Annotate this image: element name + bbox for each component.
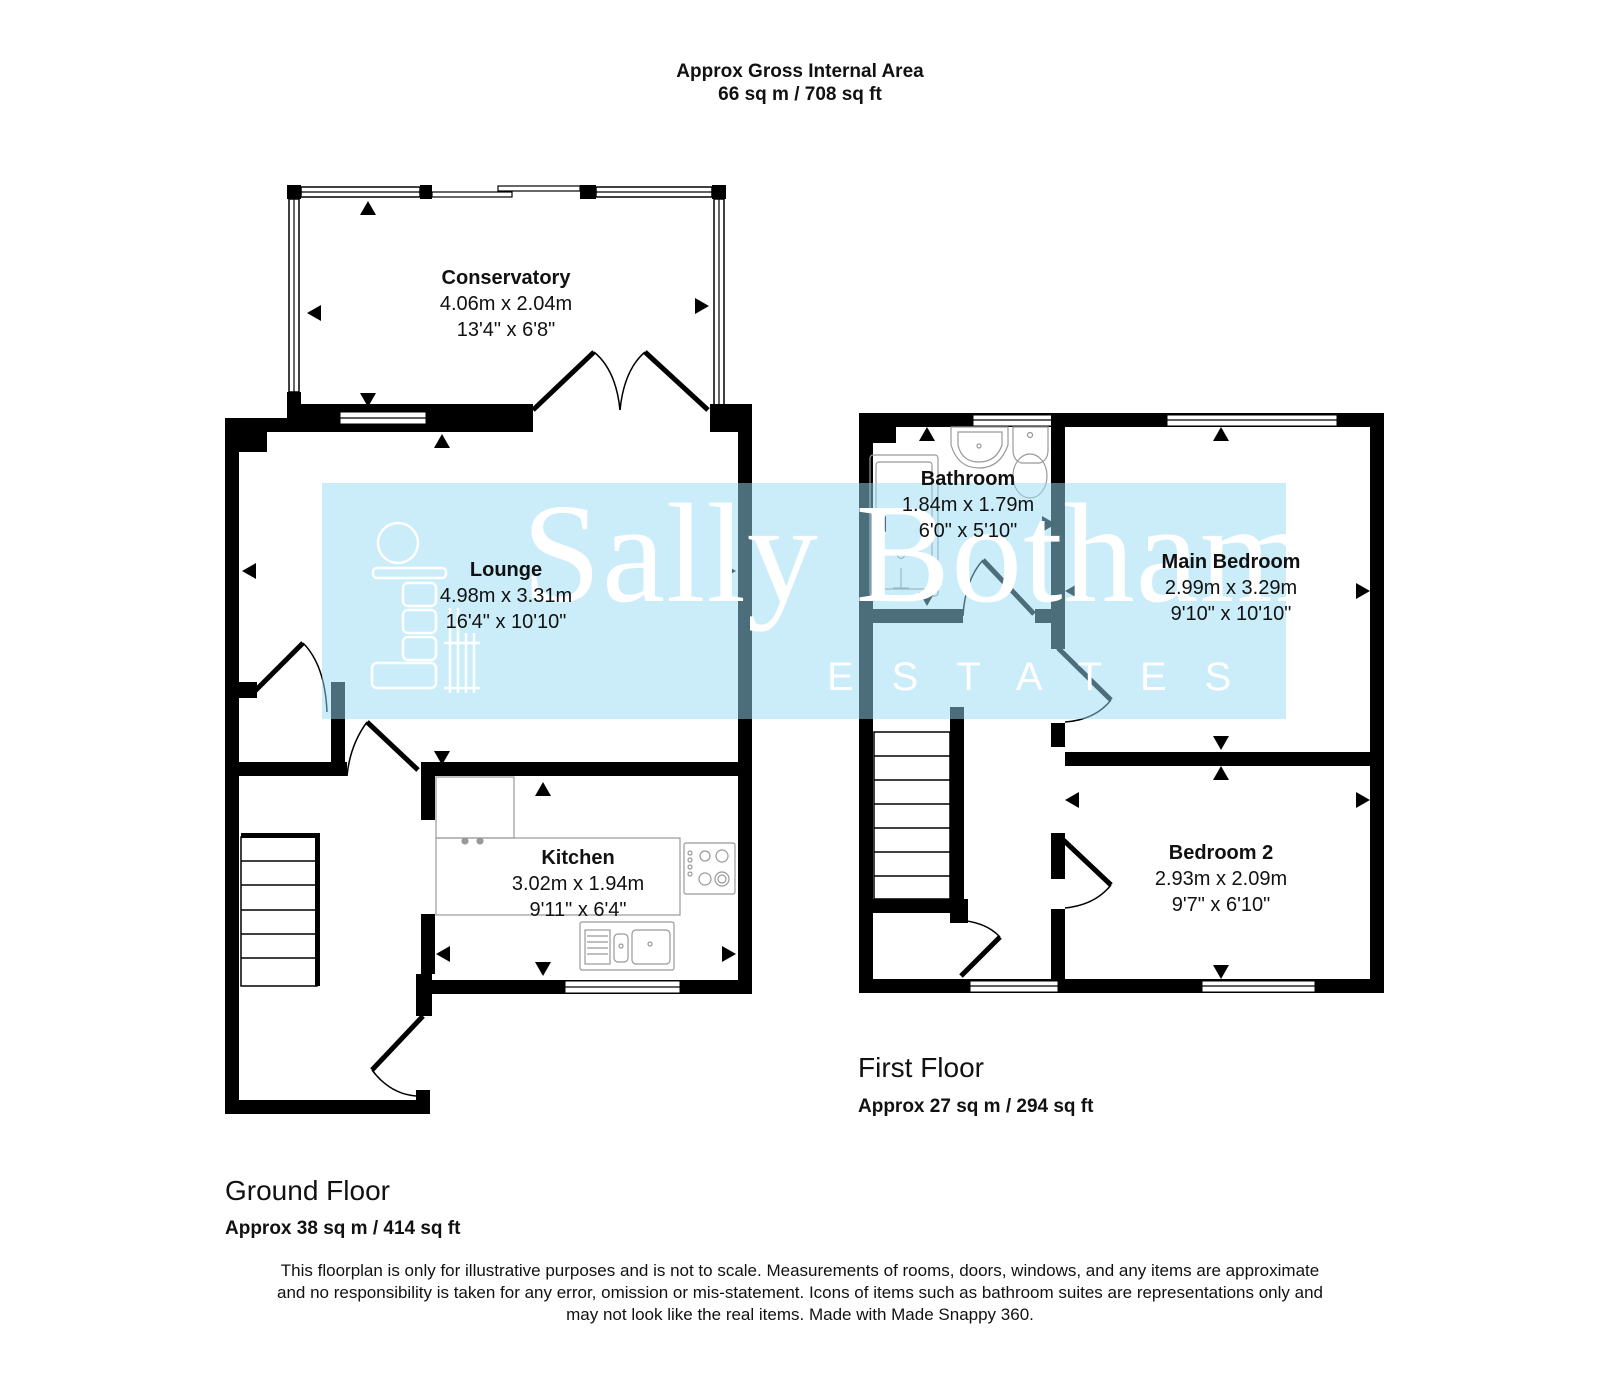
- room-label-bedroom-2: Bedroom 2 2.93m x 2.09m 9'7" x 6'10": [1111, 840, 1331, 918]
- first-floor-stairs: [873, 731, 951, 900]
- room-metric: 2.93m x 2.09m: [1154, 868, 1288, 890]
- watermark-agency-name: Sally Botham: [522, 474, 1312, 632]
- front-door: [370, 1014, 425, 1097]
- first-floor-area: Approx 27 sq m / 294 sq ft: [858, 1096, 1094, 1117]
- first-floor-title: First Floor: [858, 1052, 984, 1083]
- room-label-conservatory: Conservatory 4.06m x 2.04m 13'4" x 6'8": [396, 265, 616, 343]
- room-imperial: 9'7" x 6'10": [1171, 894, 1271, 916]
- watermark-agency-subtitle: ESTATES: [827, 655, 1270, 699]
- disclaimer-line-1: This floorplan is only for illustrative …: [280, 1261, 1320, 1280]
- ground-floor-walls: [225, 404, 752, 1114]
- gia-total: 66 sq m / 708 sq ft: [718, 84, 882, 105]
- room-metric: 2.99m x 3.29m: [1164, 577, 1298, 599]
- ground-floor-area: Approx 38 sq m / 414 sq ft: [225, 1218, 461, 1239]
- room-label-kitchen: Kitchen 3.02m x 1.94m 9'11" x 6'4": [468, 845, 688, 923]
- room-label-main-bedroom: Main Bedroom 2.99m x 3.29m 9'10" x 10'10…: [1121, 549, 1341, 627]
- french-doors: [531, 350, 710, 412]
- room-name: Conservatory: [441, 267, 571, 289]
- lounge-door: [346, 720, 420, 777]
- gia-title: Approx Gross Internal Area: [676, 61, 924, 82]
- kitchen-fixtures: [435, 776, 736, 971]
- agency-watermark: Sally Botham ESTATES: [322, 474, 1310, 719]
- room-label-bathroom: Bathroom 1.84m x 1.79m 6'0" x 5'10": [858, 466, 1078, 544]
- room-imperial: 13'4" x 6'8": [456, 319, 556, 341]
- room-imperial: 9'11" x 6'4": [529, 899, 627, 921]
- room-metric: 4.06m x 2.04m: [439, 293, 573, 315]
- room-name: Lounge: [469, 559, 543, 581]
- room-metric: 3.02m x 1.94m: [511, 873, 645, 895]
- room-metric: 1.84m x 1.79m: [901, 494, 1035, 516]
- room-name: Bathroom: [920, 468, 1016, 490]
- room-label-lounge: Lounge 4.98m x 3.31m 16'4" x 10'10": [396, 557, 616, 635]
- room-imperial: 9'10" x 10'10": [1170, 603, 1292, 625]
- disclaimer: This floorplan is only for illustrative …: [200, 1260, 1400, 1326]
- room-name: Main Bedroom: [1161, 551, 1301, 573]
- watermark-logo-icon: [370, 521, 480, 693]
- cupboard-door: [252, 641, 328, 713]
- ground-floor-title: Ground Floor: [225, 1175, 390, 1206]
- room-metric: 4.98m x 3.31m: [439, 585, 573, 607]
- room-name: Bedroom 2: [1168, 842, 1274, 864]
- room-imperial: 16'4" x 10'10": [445, 611, 567, 633]
- disclaimer-line-3: may not look like the real items. Made w…: [566, 1305, 1034, 1324]
- ground-stairs: [240, 833, 320, 987]
- gross-internal-area-header: Approx Gross Internal Area 66 sq m / 708…: [0, 60, 1600, 106]
- room-imperial: 6'0" x 5'10": [918, 520, 1018, 542]
- disclaimer-line-2: and no responsibility is taken for any e…: [277, 1283, 1323, 1302]
- room-name: Kitchen: [541, 847, 615, 869]
